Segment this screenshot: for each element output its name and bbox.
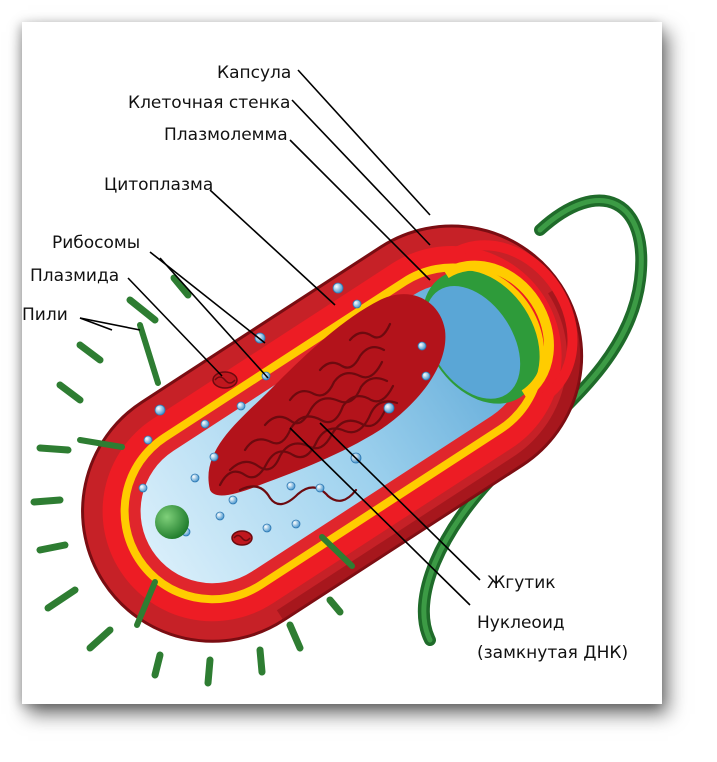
- label-flagellum: Жгутик: [487, 573, 556, 593]
- label-pili: Пили: [22, 305, 68, 325]
- pili: [30, 274, 344, 687]
- label-cytoplasm: Цитоплазма: [104, 175, 213, 195]
- label-ribosomes: Рибосомы: [52, 233, 140, 253]
- label-capsule: Капсула: [217, 63, 291, 83]
- label-nucleoid: Нуклеоид: [477, 613, 565, 633]
- label-plasmid: Плазмида: [30, 266, 119, 286]
- inclusion-granule: [155, 505, 189, 539]
- label-plasmalemma: Плазмолемма: [164, 125, 288, 145]
- leader-lines: [79, 69, 481, 606]
- labels: Капсула Клеточная стенка Плазмолемма Цит…: [22, 63, 628, 663]
- label-cell-wall: Клеточная стенка: [128, 93, 290, 113]
- label-nucleoid-note: (замкнутая ДНК): [477, 643, 628, 663]
- ribosomes: [138, 282, 431, 537]
- plasmid: [212, 371, 253, 546]
